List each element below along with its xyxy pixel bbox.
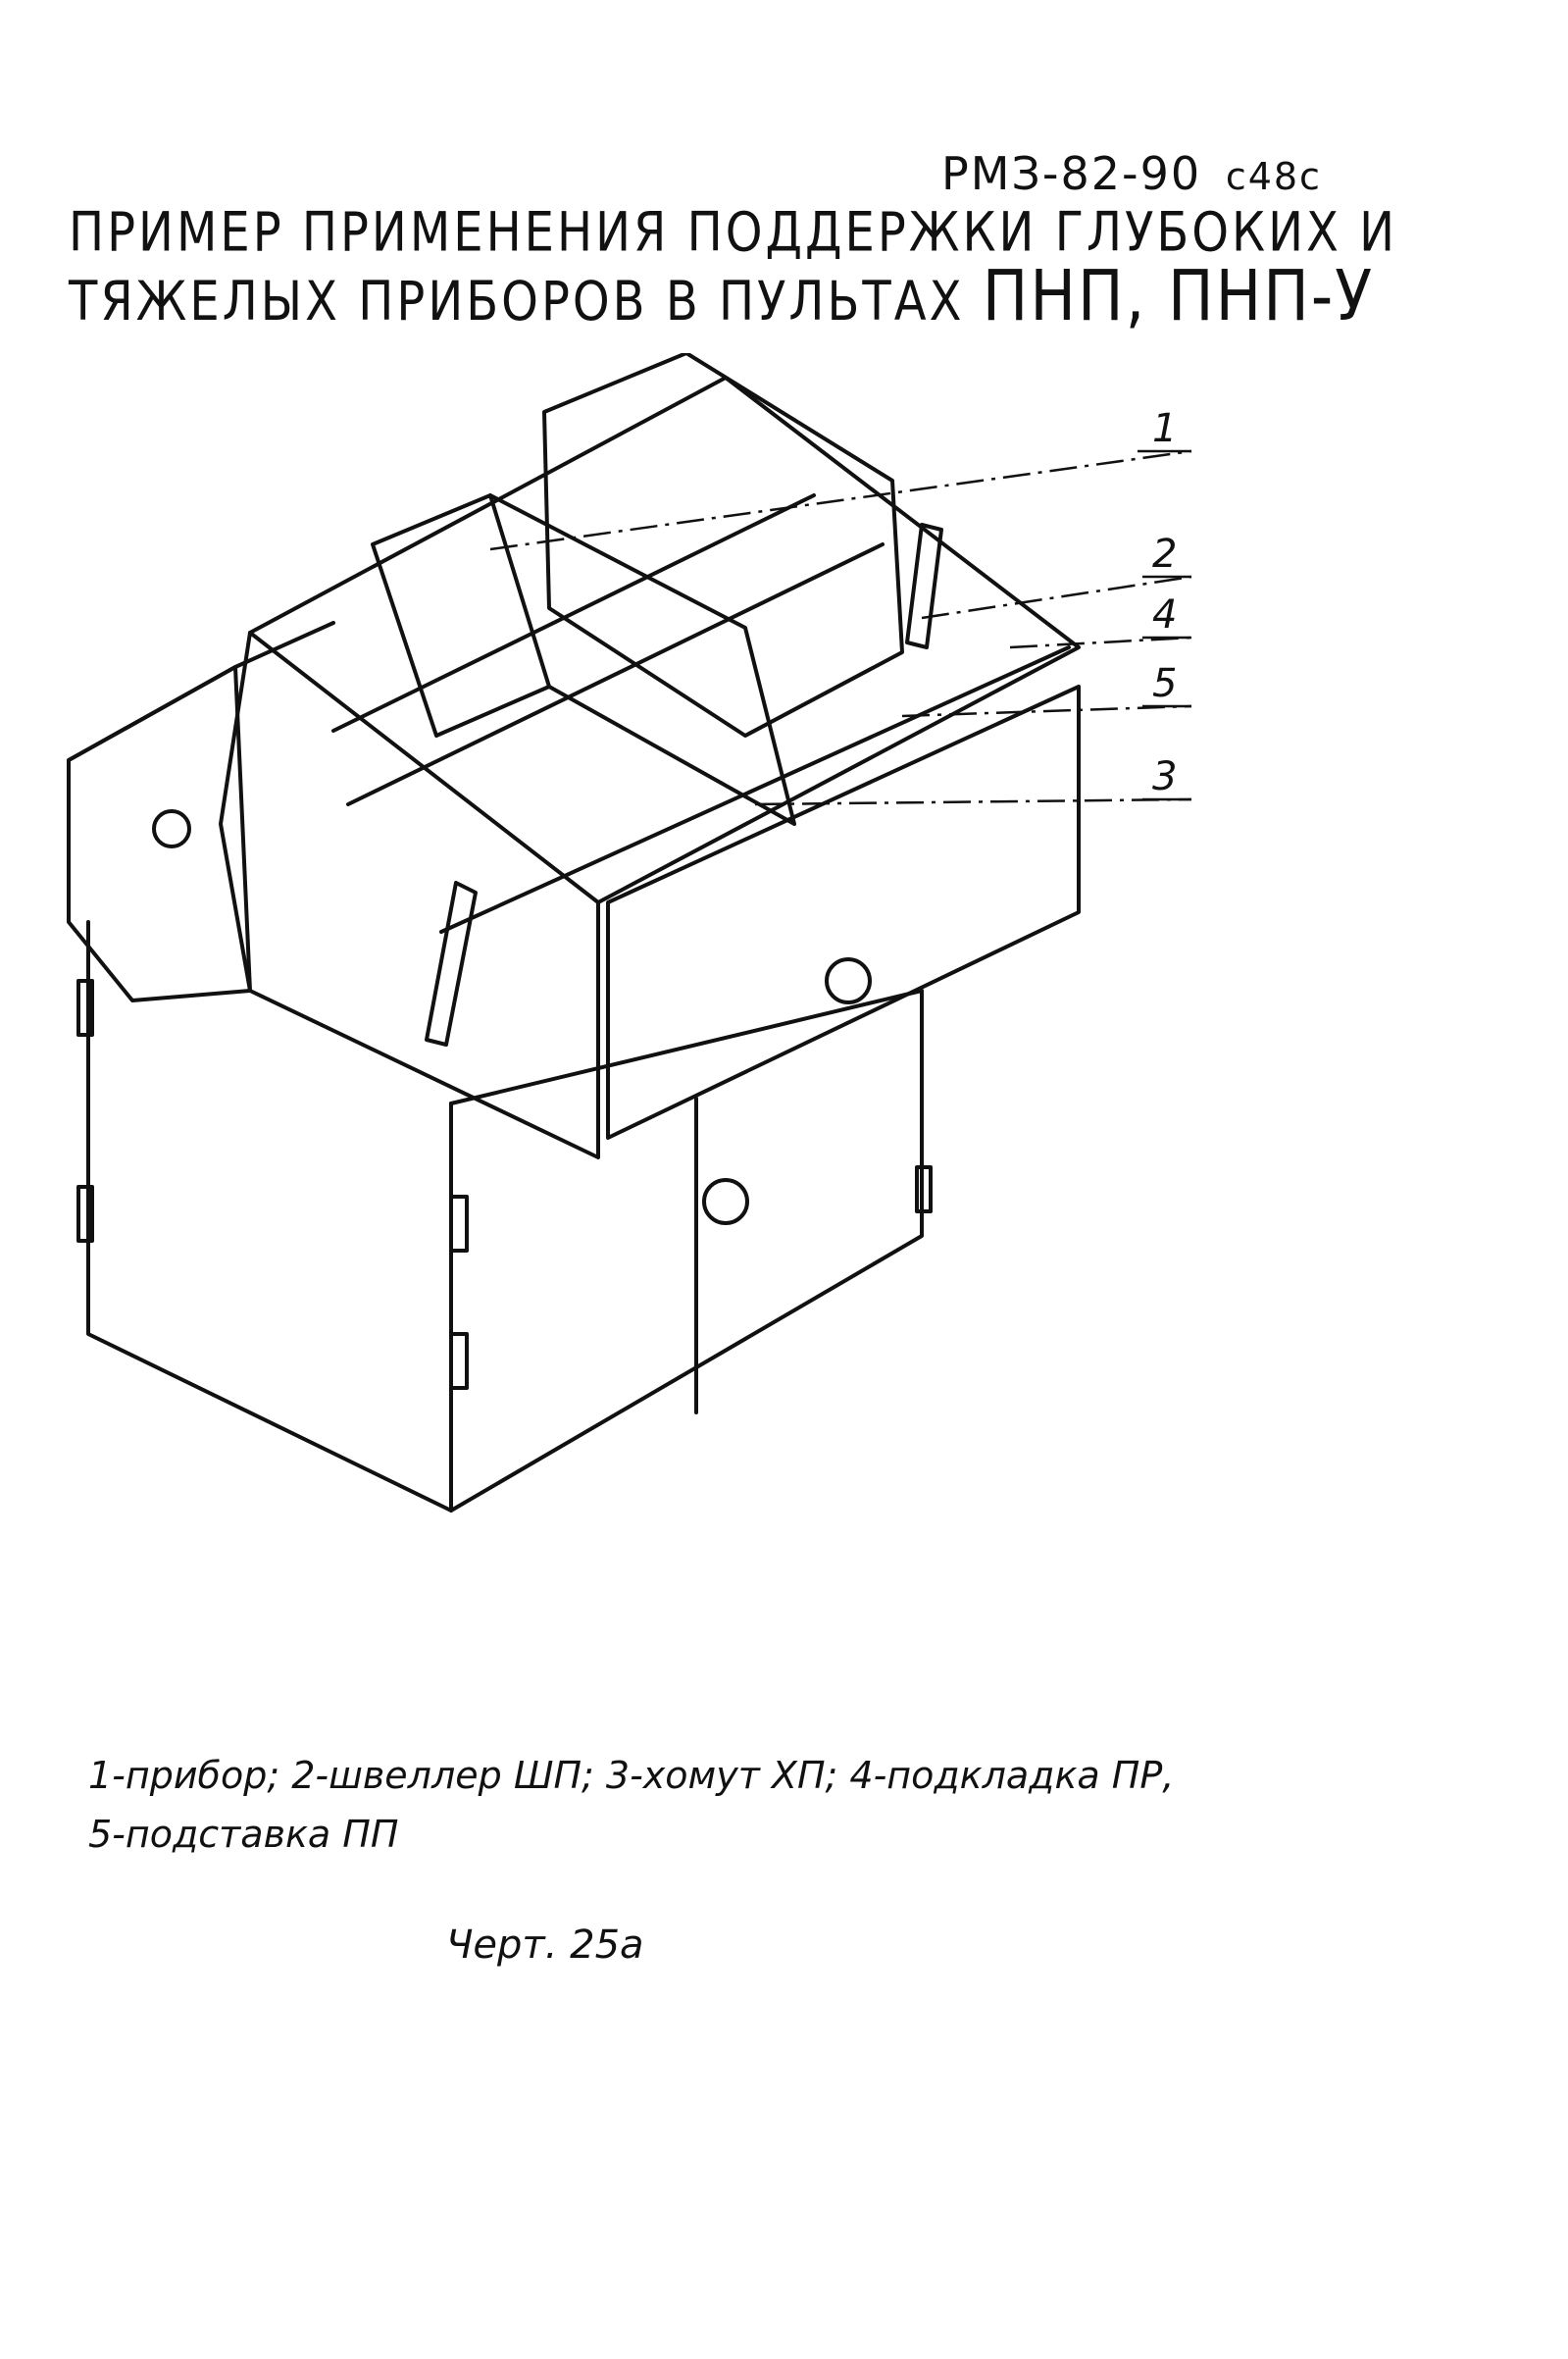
- hinge-1: [76, 979, 94, 1037]
- title-line-2-prefix: ТЯЖЕЛЫХ ПРИБОРОВ В ПУЛЬТАХ: [69, 270, 965, 333]
- rail-upper: [331, 493, 816, 733]
- callout-4: 4: [1152, 592, 1177, 638]
- leader-3: [754, 797, 1192, 806]
- figure-caption: Черт. 25а: [446, 1923, 644, 1968]
- leader-5: [901, 704, 1192, 718]
- support-post-right: [905, 523, 943, 649]
- console-drawing-svg: 1 2 4 5 3: [67, 351, 1192, 1513]
- console-top-outline: [248, 376, 1081, 904]
- instrument-1: [371, 493, 796, 826]
- cabinet-front: [449, 989, 924, 1513]
- front-panel-knob: [825, 957, 872, 1004]
- hinge-4: [449, 1332, 469, 1390]
- callout-2: 2: [1152, 532, 1177, 577]
- leader-2: [921, 575, 1192, 620]
- legend-line-2: 5-подставка ПП: [88, 1813, 399, 1856]
- title-line-2: ТЯЖЕЛЫХ ПРИБОРОВ В ПУЛЬТАХ ПНП, ПНП-У: [69, 260, 1397, 333]
- instrument-2: [542, 351, 904, 738]
- console-front-panel: [606, 685, 1081, 1140]
- hinge-5: [915, 1165, 933, 1213]
- left-top-ledge: [67, 621, 335, 762]
- support-post-left: [425, 881, 478, 1047]
- title-models: ПНП, ПНП-У: [982, 254, 1375, 336]
- hinge-2: [76, 1185, 94, 1243]
- cabinet-door-knob: [702, 1178, 749, 1225]
- front-rail: [439, 645, 1071, 934]
- hinge-3: [449, 1195, 469, 1253]
- rail-lower: [346, 542, 885, 806]
- console-left-face: [219, 631, 600, 1159]
- callout-underlines: [1138, 449, 1191, 801]
- callout-3: 3: [1152, 754, 1177, 799]
- leader-4: [1009, 636, 1192, 649]
- left-panel-knob: [152, 809, 191, 848]
- callout-5: 5: [1152, 661, 1177, 706]
- title-line-1: ПРИМЕР ПРИМЕНЕНИЯ ПОДДЕРЖКИ ГЛУБОКИХ И: [69, 201, 1398, 265]
- sheet-number: с48с: [1225, 155, 1322, 198]
- console-drawing: 1 2 4 5 3: [0, 351, 1568, 1628]
- cabinet-left-side: [86, 920, 453, 1513]
- parts-legend: 1-прибор; 2-швеллер ШП; 3-хомут ХП; 4-по…: [88, 1746, 1174, 1864]
- callout-1: 1: [1152, 406, 1177, 451]
- document-code: РМЗ-82-90 с48с: [941, 147, 1322, 200]
- document-code-text: РМЗ-82-90: [941, 147, 1202, 200]
- leader-1: [489, 449, 1192, 551]
- legend-line-1: 1-прибор; 2-швеллер ШП; 3-хомут ХП; 4-по…: [88, 1754, 1175, 1797]
- page-title: ПРИМЕР ПРИМЕНЕНИЯ ПОДДЕРЖКИ ГЛУБОКИХ И Т…: [69, 201, 1397, 333]
